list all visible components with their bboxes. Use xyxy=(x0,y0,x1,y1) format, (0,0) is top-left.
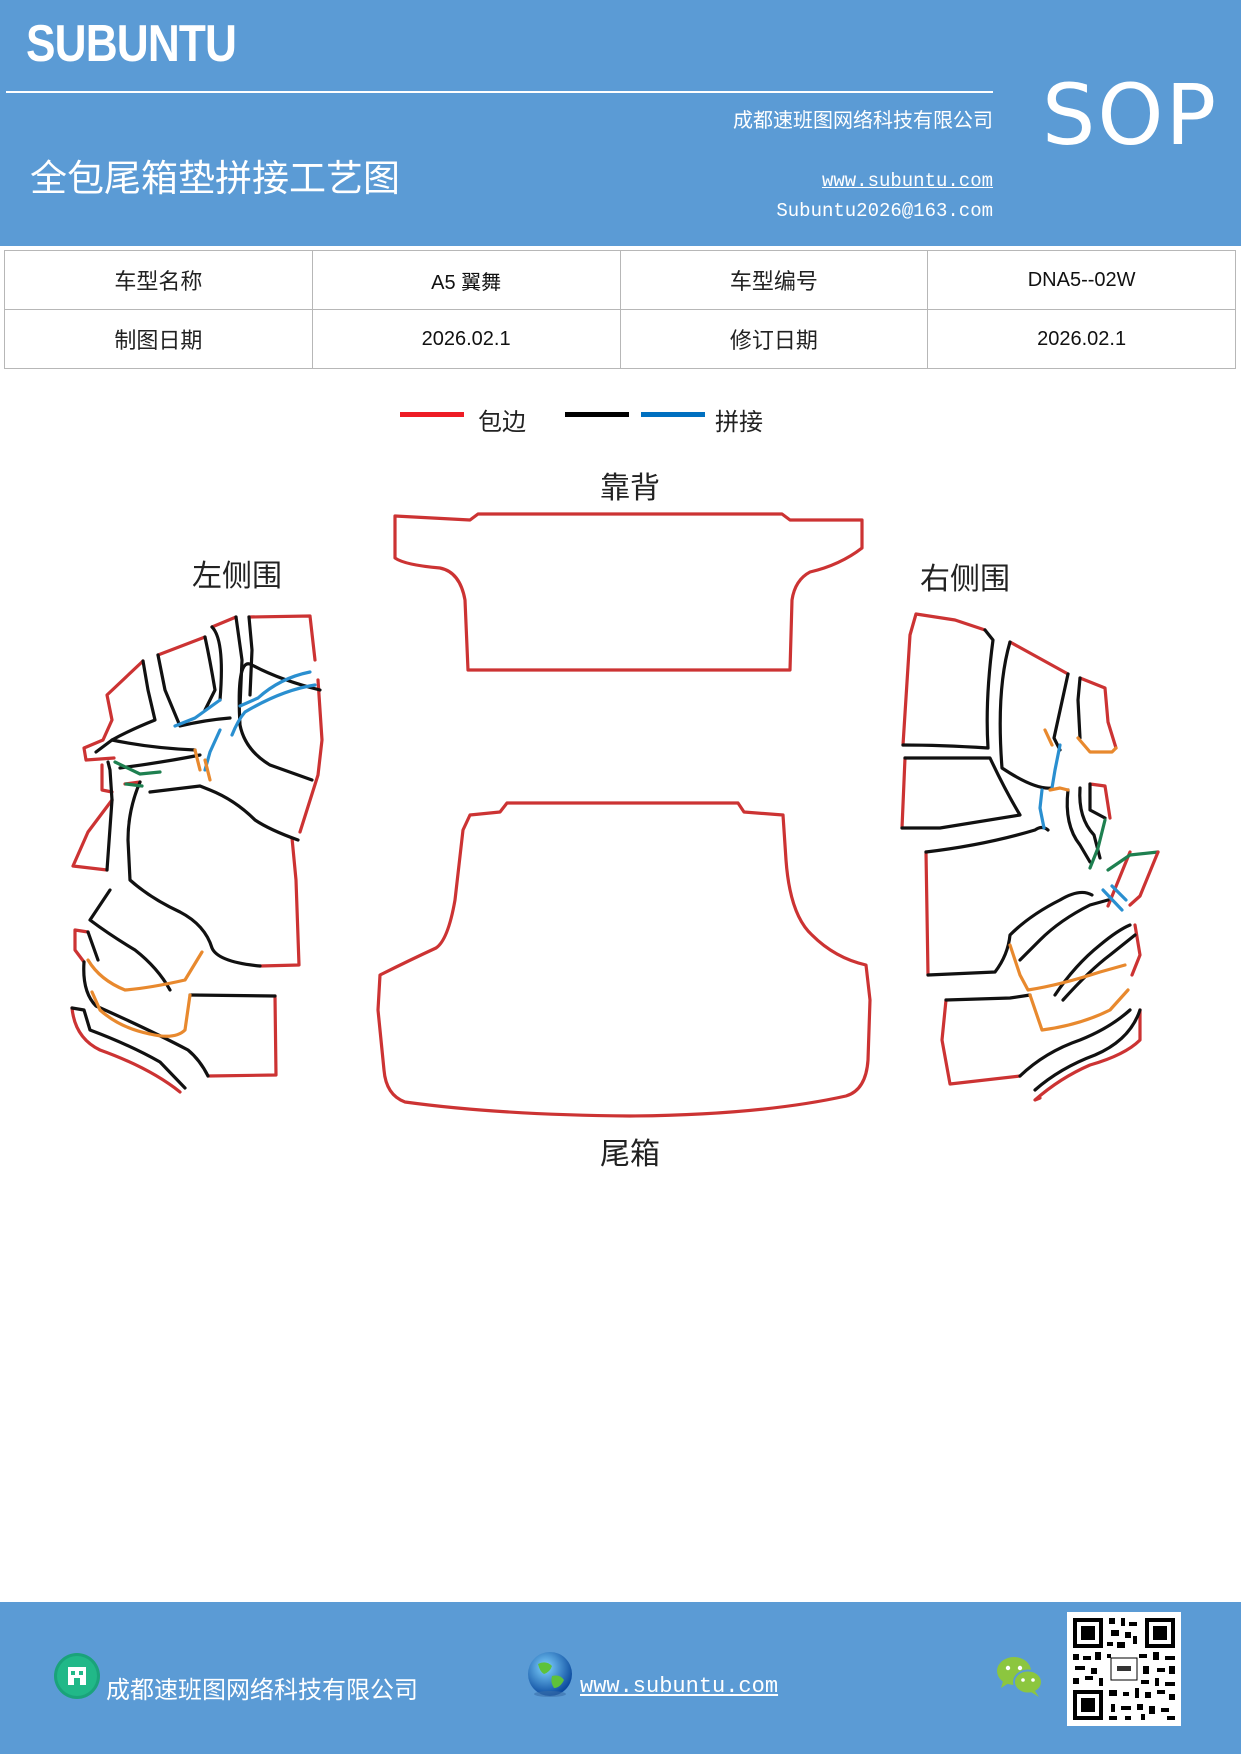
footer-company: 成都速班图网络科技有限公司 xyxy=(106,1676,418,1704)
footer-banner: 成都速班图网络科技有限公司 www.subuntu.com xyxy=(0,1602,1241,1754)
vehicle-info-table: 车型名称 A5 翼舞 车型编号 DNA5--02W 制图日期 2026.02.1… xyxy=(4,250,1236,369)
label-left-side: 左侧围 xyxy=(192,559,282,594)
left-side-panel xyxy=(70,614,324,1094)
mat-diagram: 靠背 左侧围 右侧围 尾箱 xyxy=(70,471,1160,1172)
label-trunk: 尾箱 xyxy=(600,1137,660,1172)
brand-logo: SUBUNTU xyxy=(26,15,237,73)
line-legend: 包边 拼接 xyxy=(0,400,1241,440)
table-cell: 修订日期 xyxy=(619,309,929,369)
table-cell: 车型名称 xyxy=(4,250,313,310)
header-website-link[interactable]: www.subuntu.com xyxy=(821,170,993,192)
header-banner: SUBUNTU 成都速班图网络科技有限公司 全包尾箱垫拼接工艺图 www.sub… xyxy=(0,0,1241,246)
legend-label-join: 拼接 xyxy=(715,408,763,436)
legend-swatch-black xyxy=(565,412,629,417)
trunk-piece xyxy=(376,801,872,1118)
footer-website-link[interactable]: www.subuntu.com xyxy=(580,1674,779,1699)
back-piece xyxy=(393,512,864,672)
sop-badge: SOP xyxy=(1042,66,1219,164)
header-email[interactable]: Subuntu2026@163.com xyxy=(776,200,993,222)
legend-label-edge: 包边 xyxy=(478,408,526,436)
table-cell: 车型编号 xyxy=(619,250,929,310)
table-cell: 制图日期 xyxy=(4,309,313,369)
label-back: 靠背 xyxy=(600,471,660,506)
table-row: 车型名称 A5 翼舞 车型编号 DNA5--02W xyxy=(4,250,1236,310)
wechat-icon xyxy=(997,1657,1043,1697)
legend-swatch-red xyxy=(400,412,464,417)
table-cell: A5 翼舞 xyxy=(311,250,621,310)
document-title: 全包尾箱垫拼接工艺图 xyxy=(30,157,400,200)
table-cell: DNA5--02W xyxy=(927,250,1236,310)
table-cell: 2026.02.1 xyxy=(311,309,621,369)
table-cell: 2026.02.1 xyxy=(927,309,1236,369)
label-right-side: 右侧围 xyxy=(920,562,1010,597)
globe-icon xyxy=(528,1652,572,1697)
right-side-panel xyxy=(900,612,1160,1102)
building-icon xyxy=(54,1653,100,1699)
qr-code-pattern xyxy=(1067,1612,1181,1726)
legend-swatch-blue xyxy=(641,412,705,417)
table-row: 制图日期 2026.02.1 修订日期 2026.02.1 xyxy=(4,309,1236,369)
header-divider xyxy=(6,91,993,93)
header-company: 成都速班图网络科技有限公司 xyxy=(733,108,993,132)
qr-code xyxy=(1067,1612,1181,1726)
